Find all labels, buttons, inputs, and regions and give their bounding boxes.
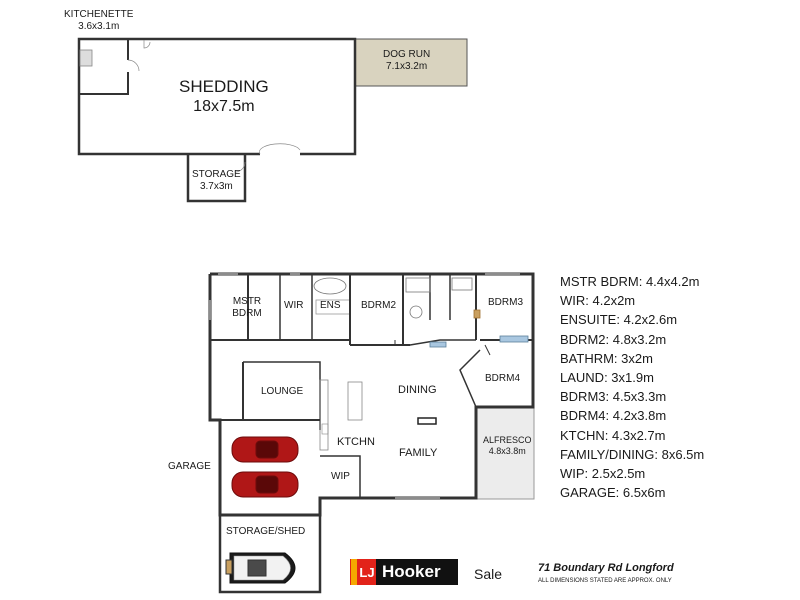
kitchen-island: [347, 381, 363, 421]
outbuilding: [77, 37, 468, 203]
kitchenette-label: KITCHENETTE 3.6x3.1m: [64, 9, 134, 32]
ktchn-label: KTCHN: [337, 436, 375, 448]
legend-item: KTCHN: 4.3x2.7m: [560, 427, 666, 443]
sale-label: Sale: [474, 566, 503, 582]
legend-item: FAMILY/DINING: 8x6.5m: [560, 446, 705, 462]
legend-item: BATHRM: 3x2m: [560, 350, 653, 366]
bath-tub: [405, 277, 431, 293]
mstr-bdrm-label: MSTR BDRM: [232, 296, 262, 319]
storage-shed-area: [218, 513, 322, 594]
legend-item: WIR: 4.2x2m: [560, 293, 636, 309]
wip-label: WIP: [331, 471, 350, 482]
dining-label: DINING: [398, 384, 437, 396]
room-dimensions-legend: MSTR BDRM: 4.4x4.2m WIR: 4.2x2m ENSUITE:…: [560, 272, 704, 502]
dog-run-label: DOG RUN 7.1x3.2m: [383, 49, 431, 72]
kitchenette-sink: [79, 49, 93, 67]
legend-item: GARAGE: 6.5x6m: [560, 485, 666, 501]
family-label: FAMILY: [399, 447, 438, 459]
bdrm3-label: BDRM3: [488, 297, 524, 308]
garage-label: GARAGE: [168, 461, 211, 472]
legend-item: BDRM3: 4.5x3.3m: [560, 389, 667, 405]
legend-item: WIP: 2.5x2.5m: [560, 466, 646, 482]
dining-table: [417, 417, 437, 425]
boat: [225, 552, 296, 584]
legend-item: ENSUITE: 4.2x2.6m: [560, 312, 678, 328]
dimensions-note: ALL DIMENSIONS STATED ARE APPROX. ONLY: [538, 578, 672, 584]
storage-walls: [186, 154, 247, 203]
house-outer-wall: [208, 272, 535, 517]
property-address: 71 Boundary Rd Longford: [538, 562, 674, 574]
alfresco-label: ALFRESCO 4.8x3.8m: [483, 435, 532, 456]
wir-label: WIR: [284, 300, 304, 311]
lj-hooker-logo: LJ Hooker: [350, 558, 458, 586]
house: [208, 272, 535, 594]
legend-item: MSTR BDRM: 4.4x4.2m: [560, 274, 700, 289]
legend-item: BDRM2: 4.8x3.2m: [560, 331, 667, 347]
legend-item: LAUND: 3x1.9m: [560, 370, 654, 386]
ens-label: ENS: [320, 300, 341, 311]
shedding-label: SHEDDING 18x7.5m: [179, 77, 269, 116]
lounge-label: LOUNGE: [261, 386, 304, 397]
ensuite-bath: [313, 277, 347, 295]
shed-walls: [77, 37, 357, 156]
logo-mark: LJ: [350, 559, 376, 585]
storage-label: STORAGE 3.7x3m: [192, 169, 241, 192]
alfresco-area: [475, 406, 535, 500]
logo-text: Hooker: [376, 559, 458, 585]
dog-run-area: [354, 38, 468, 87]
garage-cars: [231, 436, 299, 498]
bdrm2-label: BDRM2: [361, 300, 397, 311]
kitchenette-walls: [79, 72, 129, 95]
bdrm4-label: BDRM4: [485, 373, 521, 384]
storage-shed-label: STORAGE/SHED: [226, 526, 306, 537]
legend-item: BDRM4: 4.2x3.8m: [560, 408, 667, 424]
